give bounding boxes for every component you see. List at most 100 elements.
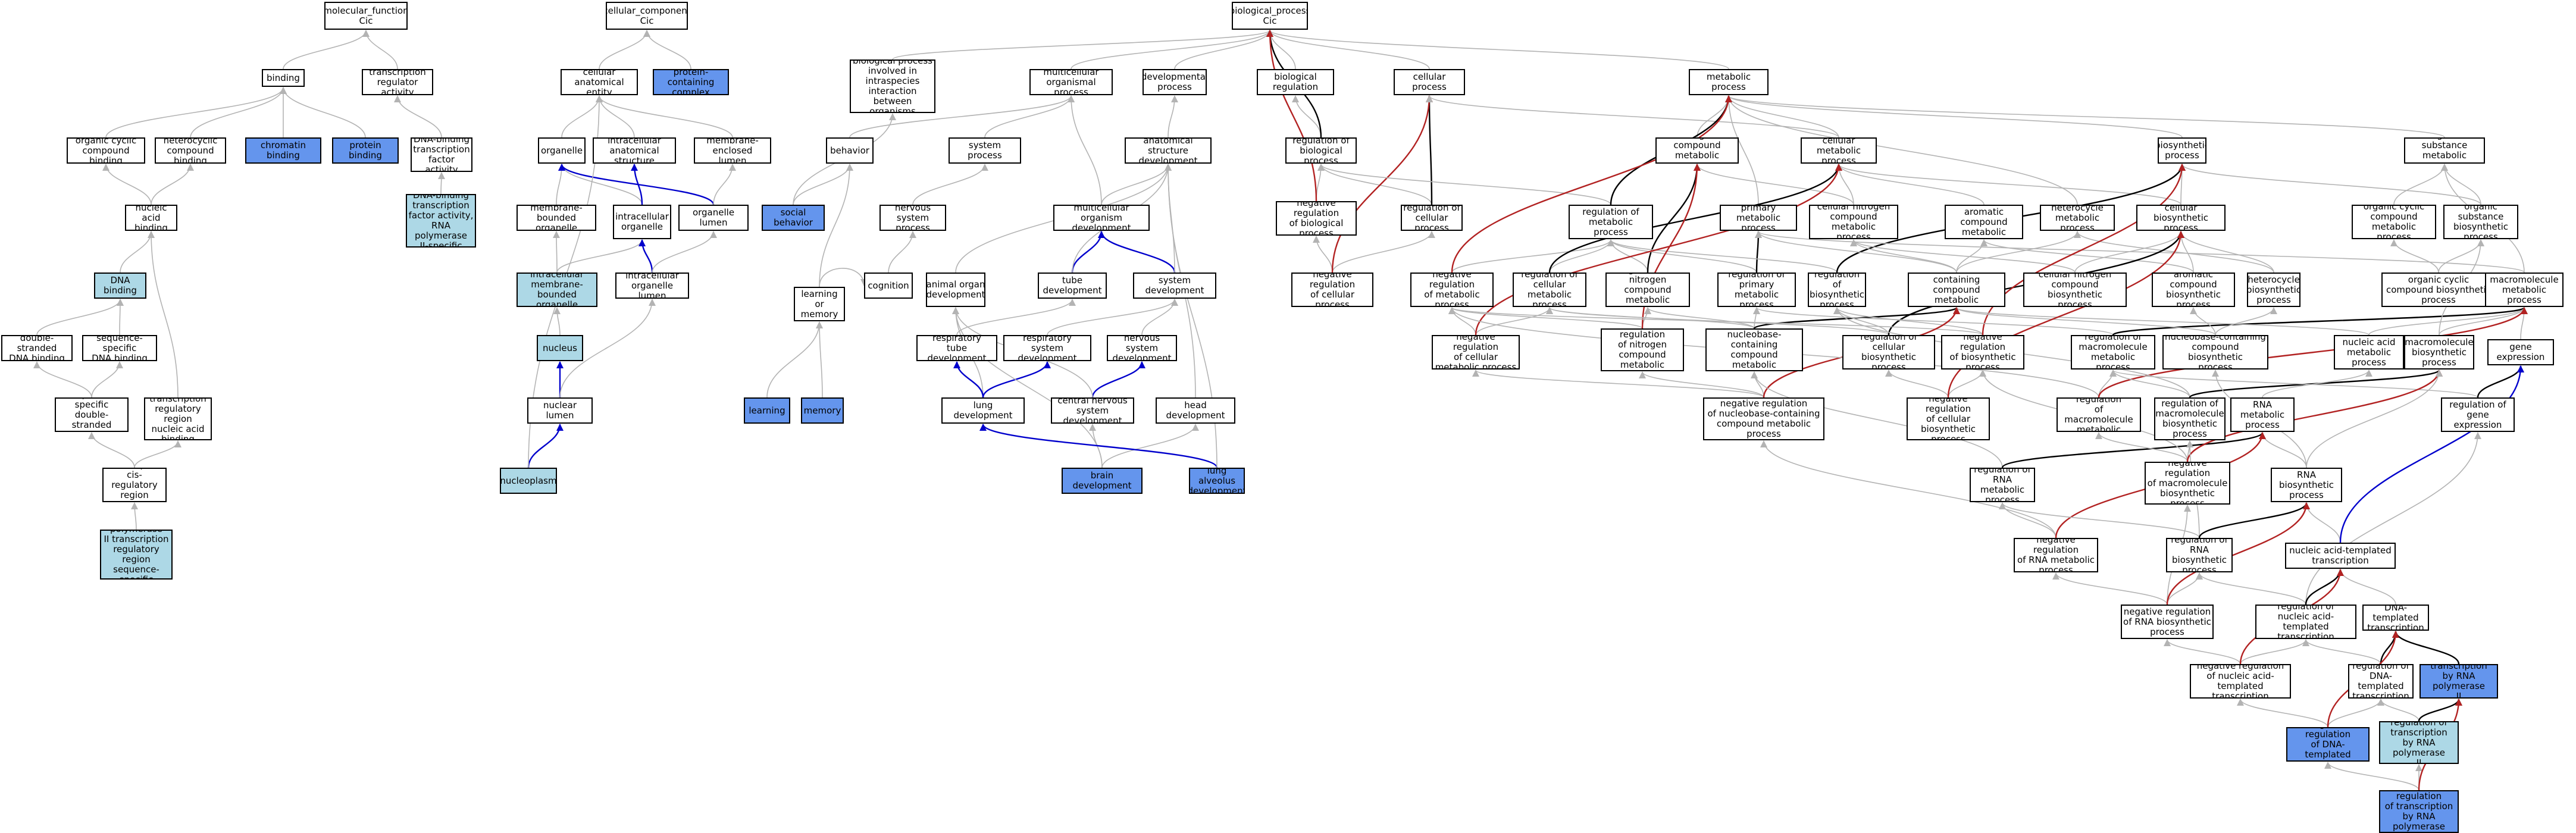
go-term-node-pol2-cis[interactable]: RNA polymerase II transcription regulato… [100,530,173,580]
go-term-node-cell-proc[interactable]: cellular process [1394,69,1465,95]
go-term-node-rcbp[interactable]: regulation of cellular biosynthetic proc… [1842,335,1935,369]
go-term-node-mel[interactable]: membrane-enclosed lumen [694,137,771,164]
go-term-node-cncmp[interactable]: cellular nitrogen compound metabolic pro… [1809,205,1898,239]
go-term-node-cacmp[interactable]: cellular aromatic compound metabolic pro… [1945,205,2023,239]
go-term-node-mod[interactable]: multicellular organism development [1053,205,1150,231]
go-term-node-rnccmp[interactable]: regulation of nucleobase-containing comp… [1705,328,1803,371]
go-term-node-dev-proc[interactable]: developmental process [1143,69,1207,95]
go-term-node-brain-dev[interactable]: brain development [1062,468,1143,494]
go-term-node-cae[interactable]: cellular anatomical entity [561,69,638,95]
go-term-node-mf[interactable]: molecular_function Cic [324,2,408,30]
go-term-node-occmp[interactable]: organic cyclic compound metabolic proces… [2352,205,2436,239]
go-term-node-sys-proc[interactable]: system process [949,137,1021,164]
go-term-node-memory[interactable]: memory [801,397,844,424]
go-term-node-nucleus[interactable]: nucleus [537,335,583,361]
go-term-node-social[interactable]: social behavior [762,205,825,231]
go-term-node-aod[interactable]: animal organ development [926,273,985,307]
go-term-node-io[interactable]: intracellular organelle [613,205,671,239]
go-term-node-nrmp[interactable]: negative regulation of metabolic process [1410,273,1494,307]
go-term-node-nrrnabp[interactable]: negative regulation of RNA biosynthetic … [2121,605,2214,639]
go-term-node-rncmp[interactable]: regulation of nitrogen compound metaboli… [1605,273,1690,307]
go-term-node-rrnamp[interactable]: regulation of RNA metabolic process [1970,468,2035,502]
go-term-node-cognition[interactable]: cognition [864,273,913,299]
go-term-node-rmbp[interactable]: regulation of macromolecule biosynthetic… [2154,397,2226,440]
go-term-node-osbp[interactable]: organic substance biosynthetic process [2443,205,2518,239]
go-term-node-pcc[interactable]: protein-containing complex [653,69,729,95]
go-term-node-sys-dev[interactable]: system development [1133,273,1216,299]
go-term-node-ncbp[interactable]: nucleobase-containing compound biosynthe… [2162,335,2268,369]
go-term-node-tube-dev[interactable]: tube development [1038,273,1107,299]
go-term-node-ias[interactable]: intracellular anatomical structure [593,137,676,164]
go-term-node-iol[interactable]: intracellular organelle lumen [615,273,689,299]
go-term-node-cmp[interactable]: cellular metabolic process [1801,137,1877,164]
go-term-node-rtd[interactable]: respiratory tube development [916,335,997,361]
go-term-node-bp[interactable]: biological_process Cic [1232,2,1308,30]
go-term-node-cbp[interactable]: cellular biosynthetic process [2136,205,2226,231]
go-term-node-rdtt[interactable]: regulation of DNA-templated transcriptio… [2348,664,2414,699]
go-term-node-org-cyclic-bind[interactable]: organic cyclic compound binding [67,137,145,164]
go-term-node-tr-region[interactable]: transcription regulatory region nucleic … [144,397,212,440]
go-term-node-bio-reg[interactable]: biological regulation [1257,69,1334,95]
go-term-node-gene-expr[interactable]: gene expression [2487,339,2554,365]
go-term-node-rmmp[interactable]: regulation of macromolecule metabolic pr… [2071,335,2155,369]
go-term-node-nrcbp[interactable]: negative regulation of cellular biosynth… [1907,397,1990,440]
go-term-node-ss-dna[interactable]: sequence-specific DNA binding [82,335,157,361]
go-term-node-hbp[interactable]: heterocycle biosynthetic process [2247,273,2300,307]
go-term-node-lung-dev[interactable]: lung development [941,397,1025,424]
go-term-node-dtt[interactable]: DNA-templated transcription [2362,605,2429,631]
go-term-node-neg-reg-bp[interactable]: negative regulation of biological proces… [1276,201,1357,236]
go-term-node-cnsd[interactable]: central nervous system development [1051,397,1134,424]
go-term-node-nsp[interactable]: nervous system process [879,205,946,231]
go-term-node-behavior[interactable]: behavior [826,137,874,164]
go-term-node-namp[interactable]: nucleic acid metabolic process [2334,335,2404,369]
go-term-node-cc[interactable]: cellular_component Cic [606,2,688,30]
go-term-node-nrncmp[interactable]: negative regulation of nitrogen compound… [1601,328,1684,371]
go-term-node-mmp[interactable]: macromolecule metabolic process [2485,273,2564,307]
go-term-node-nccmp[interactable]: nucleobase-containing compound metabolic… [1908,273,2005,307]
go-term-node-dbtf-pol2[interactable]: DNA-binding transcription factor activit… [406,194,476,248]
go-term-node-rnabp[interactable]: RNA biosynthetic process [2271,468,2342,502]
go-term-node-acbp[interactable]: aromatic compound biosynthetic process [2152,273,2235,307]
go-term-node-learning[interactable]: learning [744,397,790,424]
go-term-node-nsd[interactable]: nervous system development [1107,335,1177,361]
go-term-node-nrmmp[interactable]: negative regulation of macromolecule met… [2057,397,2141,432]
go-term-node-cncbp[interactable]: cellular nitrogen compound biosynthetic … [2023,273,2127,307]
go-term-node-chromatin[interactable]: chromatin binding [245,137,321,164]
go-term-node-nrnccmp[interactable]: negative regulation of nucleobase-contai… [1703,397,1824,440]
go-term-node-tpol2[interactable]: transcription by RNA polymerase II [2420,664,2498,699]
go-term-node-occbp[interactable]: organic cyclic compound biosynthetic pro… [2381,273,2496,307]
go-term-node-asd[interactable]: anatomical structure development [1125,137,1212,164]
go-term-node-mbp[interactable]: macromolecule biosynthetic process [2404,335,2474,369]
go-term-node-lung-alv[interactable]: lung alveolus development [1189,468,1245,494]
go-term-node-osmp[interactable]: organic substance metabolic process [2404,137,2485,164]
go-term-node-rcmp[interactable]: regulation of cellular metabolic process [1513,273,1586,307]
go-term-node-lm[interactable]: learning or memory [794,287,845,321]
go-term-node-biosyn[interactable]: biosynthetic process [2158,137,2206,164]
go-term-node-dbtf[interactable]: DNA-binding transcription factor activit… [411,137,472,172]
go-term-node-rnat[interactable]: regulation of nucleic acid-templated tra… [2255,605,2356,639]
go-term-node-head-dev[interactable]: head development [1156,397,1235,424]
go-term-node-nrmbp[interactable]: negative regulation of macromolecule bio… [2145,462,2230,505]
go-term-node-hmp[interactable]: heterocycle metabolic process [2040,205,2115,231]
go-term-node-reg-cp[interactable]: regulation of cellular process [1401,205,1463,231]
go-term-node-protein-bind[interactable]: protein binding [332,137,399,164]
go-term-node-rge[interactable]: regulation of gene expression [2441,397,2515,432]
go-term-node-nuc-lumen[interactable]: nuclear lumen [527,397,593,424]
go-term-node-dna-bind[interactable]: DNA binding [94,273,146,299]
go-term-node-pmp[interactable]: primary metabolic process [1720,205,1797,231]
go-term-node-nrdtt[interactable]: negative regulation of DNA-templated tra… [2286,727,2370,762]
go-term-node-reg-bp[interactable]: regulation of biological process [1285,137,1357,164]
go-term-node-hetero-bind[interactable]: heterocyclic compound binding [155,137,226,164]
go-term-node-nrbp[interactable]: negative regulation of biosynthetic proc… [1941,335,2024,369]
go-term-node-nat[interactable]: nucleic acid-templated transcription [2285,543,2396,569]
go-term-node-rbp[interactable]: regulation of biosynthetic process [1808,273,1866,307]
go-term-node-rtpol2[interactable]: regulation of transcription by RNA polym… [2379,721,2459,764]
go-term-node-organelle[interactable]: organelle [538,137,586,164]
go-term-node-ds-dna[interactable]: double-stranded DNA binding [1,335,73,361]
go-term-node-nrtpol2[interactable]: negative regulation of transcription by … [2379,790,2459,833]
go-term-node-neg-reg-cp[interactable]: negative regulation of cellular process [1291,273,1373,307]
go-term-node-nrrnamp[interactable]: negative regulation of RNA metabolic pro… [2014,538,2098,572]
go-term-node-ncmp[interactable]: nitrogen compound metabolic process [1655,137,1739,164]
go-term-node-mbo[interactable]: membrane-bounded organelle [517,205,596,231]
go-term-node-rpmp[interactable]: regulation of primary metabolic process [1717,273,1796,307]
